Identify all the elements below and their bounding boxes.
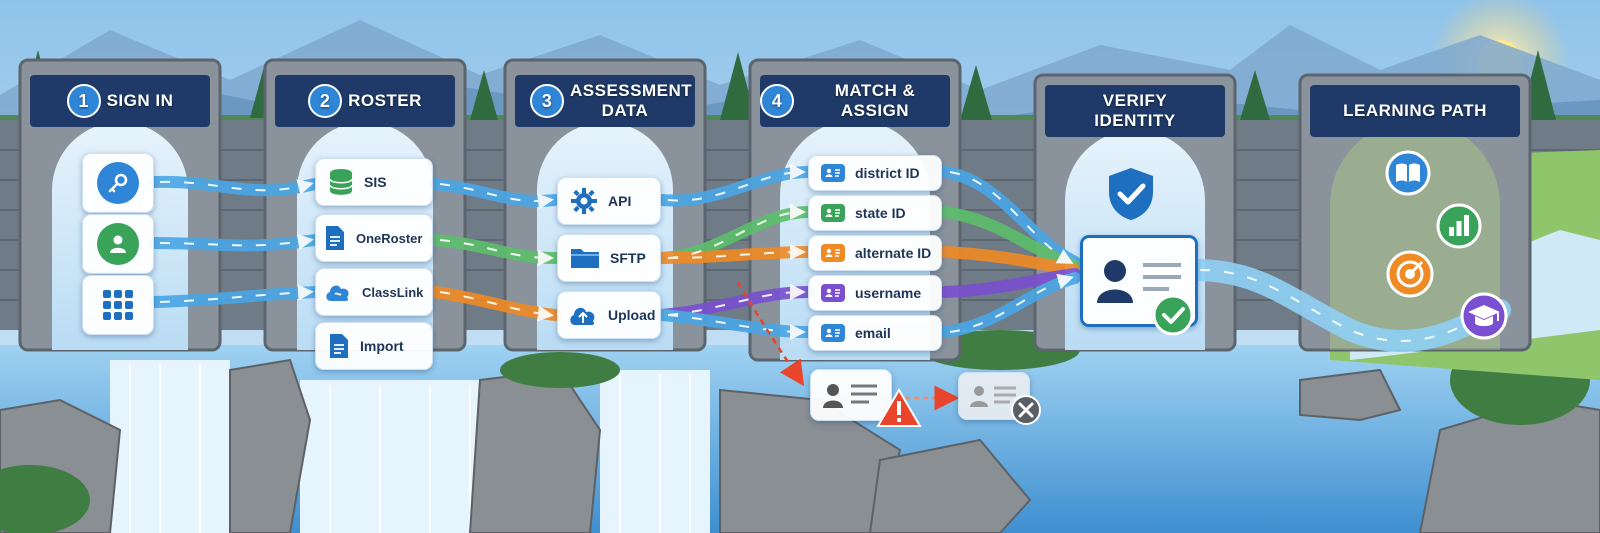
identifier-alternate-id: alternate ID [808, 235, 942, 271]
step-number: 3 [530, 84, 564, 118]
assessment-method-label: Upload [608, 307, 656, 323]
roster-source-classlink: ClassLink [315, 268, 433, 316]
sign-in-user-tile [82, 214, 154, 274]
reject-x-icon [1010, 394, 1042, 426]
roster-source-sis: SIS [315, 158, 433, 206]
warning-icon [876, 388, 922, 428]
step-number: 4 [760, 84, 794, 118]
identifier-username: username [808, 275, 942, 311]
assessment-method-label: SFTP [610, 250, 646, 266]
document-icon [328, 333, 350, 359]
step-title-sign-in: 1 SIGN IN [30, 76, 210, 126]
step-title-assessment-data: 3 ASSESSMENT DATA [515, 76, 695, 126]
gear-icon [570, 187, 598, 215]
identifier-label: district ID [855, 165, 920, 181]
book-icon [1385, 150, 1431, 196]
roster-source-label: Import [360, 338, 404, 354]
step-number: 1 [66, 84, 101, 118]
id-card-icon [1097, 260, 1181, 303]
id-card-icon [970, 386, 1016, 407]
sign-in-key-tile [82, 153, 154, 213]
roster-source-label: SIS [364, 174, 387, 190]
chart-icon [1436, 203, 1482, 249]
assessment-method-label: API [608, 193, 632, 209]
roster-source-label: OneRoster [356, 230, 423, 246]
identifier-label: state ID [855, 205, 906, 221]
roster-source-import: Import [315, 322, 433, 370]
roster-source-oneroster: OneRoster [315, 214, 433, 262]
id-card-icon [823, 384, 877, 408]
sign-in-app-grid-tile [82, 275, 154, 335]
key-icon [97, 162, 139, 204]
step-label: ROSTER [348, 91, 422, 110]
target-icon [1386, 250, 1434, 298]
id-card-icon [821, 284, 845, 302]
step-label: SIGN IN [106, 91, 174, 110]
step-title-verify-identity: VERIFY IDENTITY [1045, 86, 1225, 136]
user-icon [97, 223, 139, 265]
id-card-icon [821, 164, 845, 182]
step-title-learning-path: LEARNING PATH [1310, 86, 1520, 136]
graduation-cap-icon [1460, 292, 1508, 340]
shield-check-icon [1106, 166, 1156, 222]
folder-icon [570, 246, 600, 270]
id-card-icon [821, 324, 845, 342]
assessment-method-upload: Upload [557, 291, 661, 339]
cloud-upload-icon [568, 303, 598, 327]
cloud-icon [324, 281, 352, 303]
id-card-icon [821, 244, 845, 262]
identifier-district-id: district ID [808, 155, 942, 191]
step-number: 2 [308, 84, 343, 118]
check-icon [1152, 294, 1194, 336]
id-card-icon [821, 204, 845, 222]
step-label: ASSESSMENT DATA [570, 81, 693, 120]
database-icon [328, 168, 354, 196]
app-grid-icon [101, 288, 135, 322]
identifier-label: email [855, 325, 891, 341]
identifier-label: alternate ID [855, 245, 932, 261]
identifier-label: username [855, 285, 922, 301]
step-title-roster: 2 ROSTER [275, 76, 455, 126]
identifier-email: email [808, 315, 942, 351]
step-label: LEARNING PATH [1343, 101, 1487, 120]
assessment-method-sftp: SFTP [557, 234, 661, 282]
identifier-state-id: state ID [808, 195, 942, 231]
step-label: VERIFY IDENTITY [1094, 91, 1176, 130]
roster-source-label: ClassLink [362, 284, 424, 300]
step-title-match-assign: 4 MATCH & ASSIGN [760, 76, 950, 126]
unmatched-id-card [810, 369, 892, 421]
assessment-method-api: API [557, 177, 661, 225]
step-label: MATCH & ASSIGN [834, 81, 916, 120]
document-icon [324, 225, 346, 251]
